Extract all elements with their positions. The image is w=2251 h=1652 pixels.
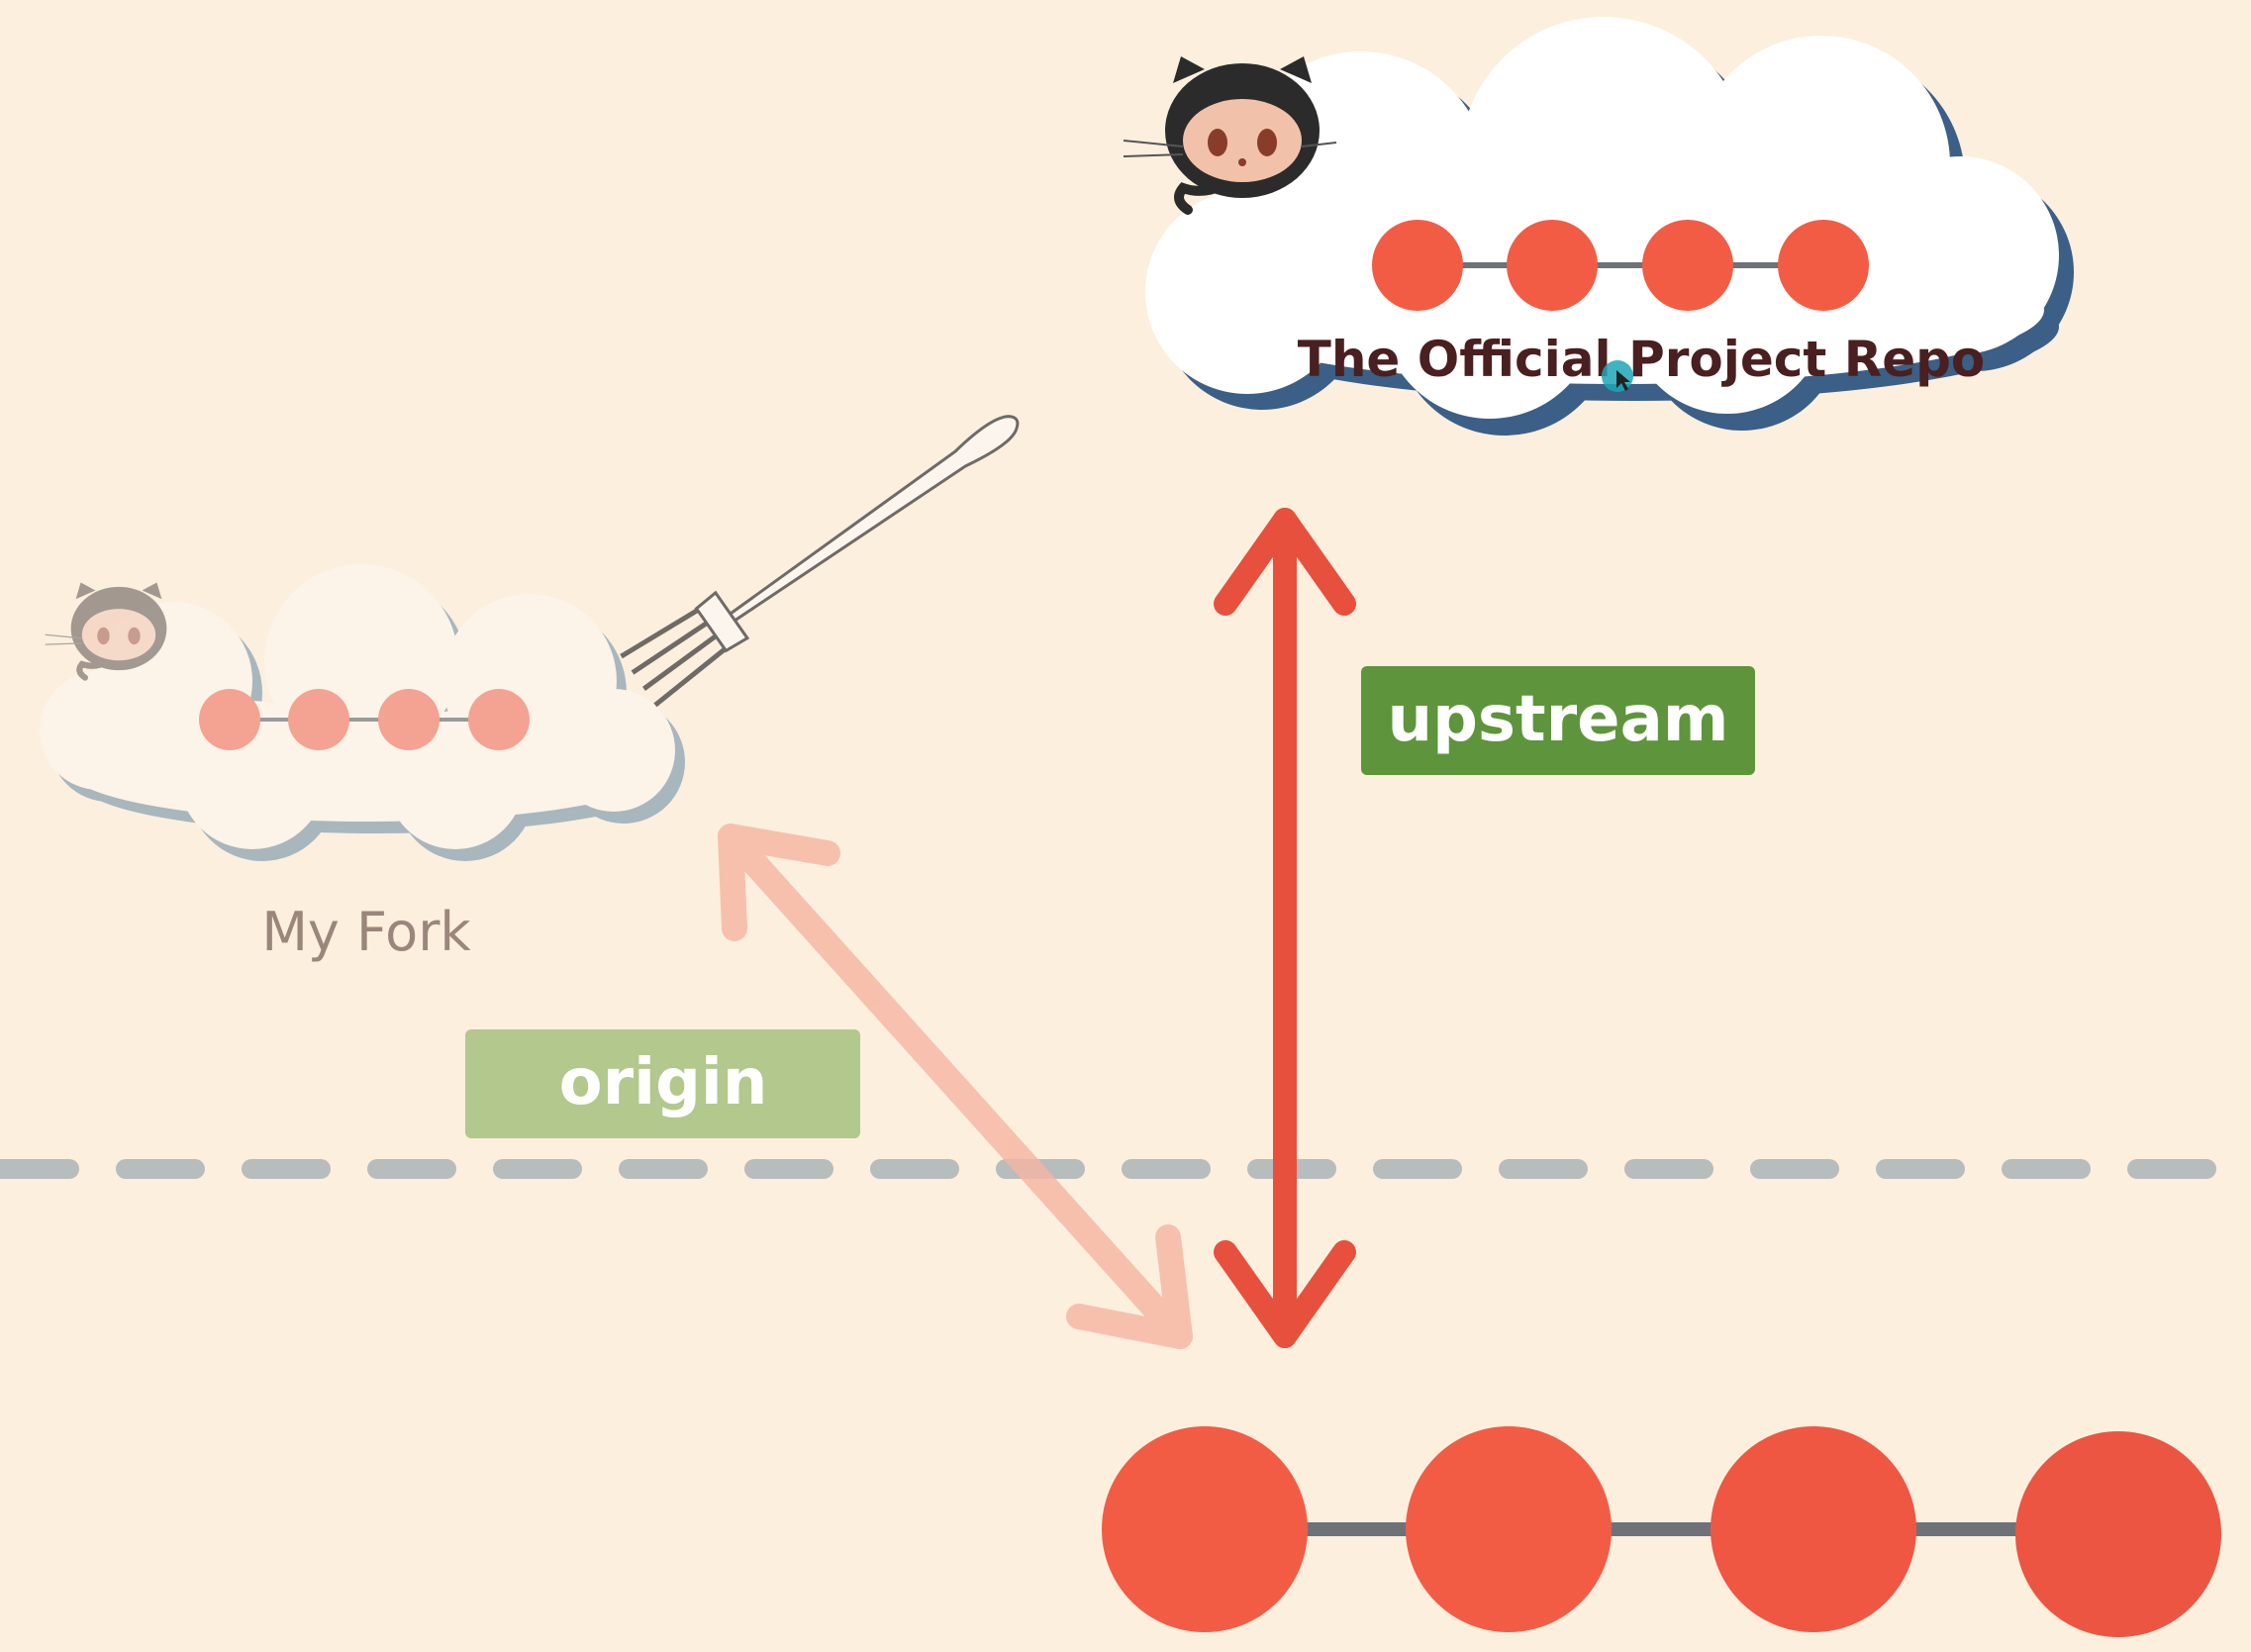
local-commit — [2015, 1431, 2221, 1637]
official-commit — [1778, 220, 1869, 311]
mouse-cursor-icon — [1602, 360, 1633, 392]
official-repo-label: The Official Project Repo — [1298, 331, 1986, 388]
official-commit — [1372, 220, 1463, 311]
local-commit — [1406, 1426, 1612, 1632]
fork-commit — [288, 689, 349, 750]
origin-label: origin — [559, 1046, 768, 1119]
upstream-badge: upstream — [1361, 666, 1755, 775]
upstream-label: upstream — [1388, 683, 1729, 756]
local-commit — [1711, 1426, 1916, 1632]
github-octocat-icon — [1123, 56, 1337, 215]
origin-arrow — [718, 824, 1193, 1349]
fork-commit — [199, 689, 260, 750]
origin-badge: origin — [465, 1029, 860, 1138]
fork-commit-chain — [199, 689, 530, 750]
fork-icon — [620, 415, 1020, 708]
local-commit-chain — [1102, 1426, 2221, 1637]
upstream-arrow — [1214, 508, 1356, 1348]
local-commit — [1102, 1426, 1308, 1632]
fork-commit — [468, 689, 530, 750]
official-commit — [1507, 220, 1598, 311]
fork-label: My Fork — [261, 901, 471, 963]
fork-commit — [378, 689, 440, 750]
official-commit — [1642, 220, 1733, 311]
official-commit-chain — [1372, 220, 1869, 311]
github-octocat-icon — [45, 582, 167, 681]
